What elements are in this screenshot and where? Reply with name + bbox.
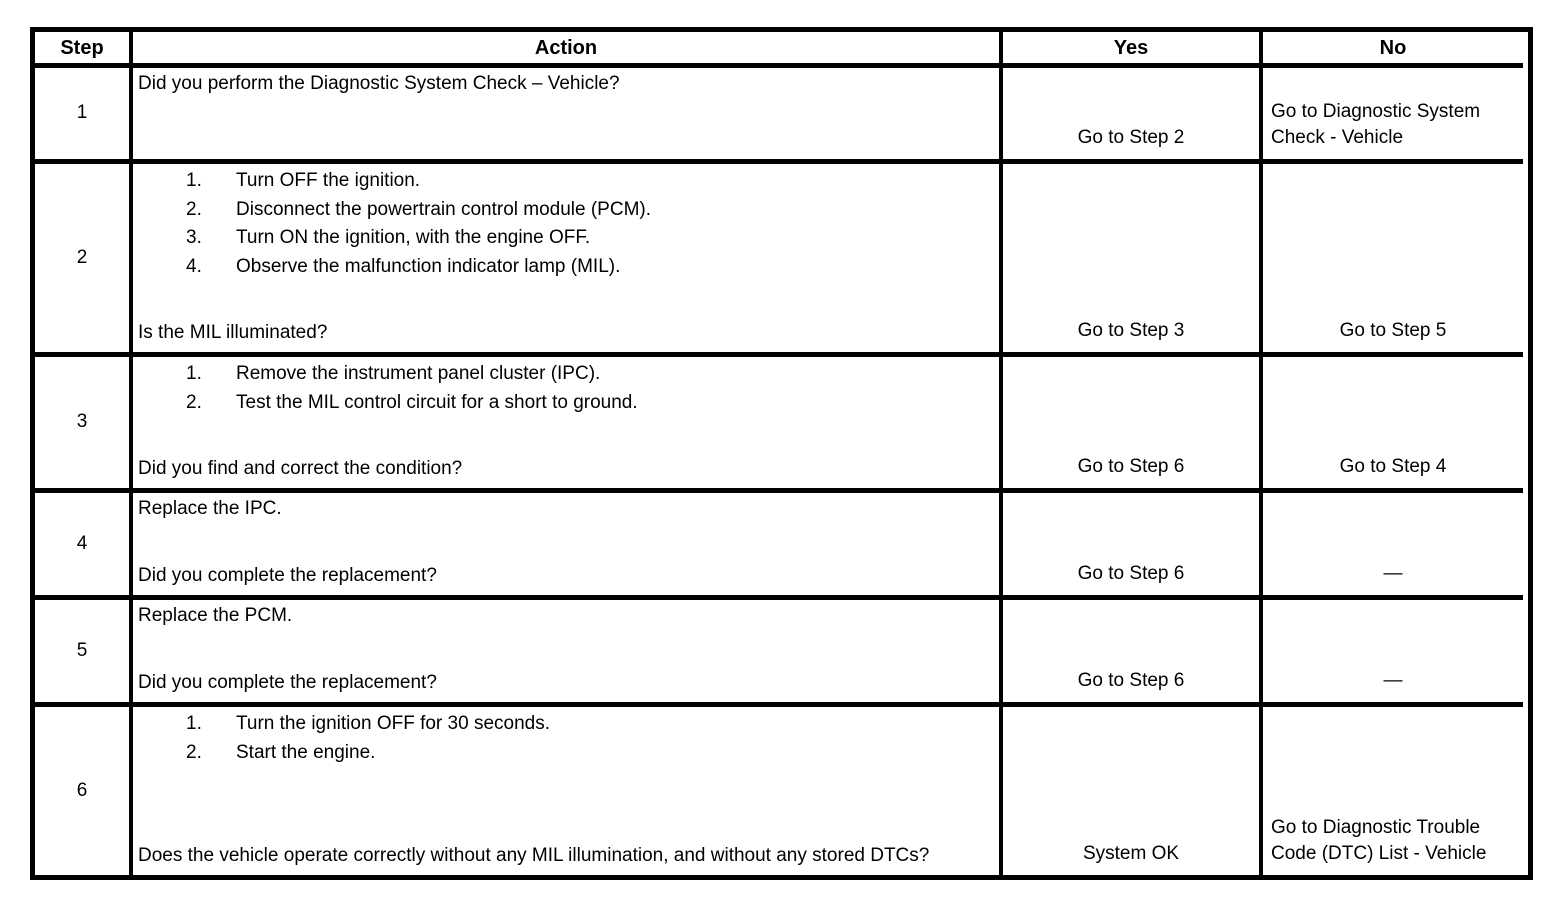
no-value: Go to Diagnostic System Check - Vehicle <box>1271 100 1481 149</box>
yes-cell: Go to Step 6 <box>1003 357 1263 493</box>
action-list: Remove the instrument panel cluster (IPC… <box>138 360 993 417</box>
no-cell: Go to Step 4 <box>1263 357 1523 493</box>
action-lead: Replace the IPC. <box>138 498 282 519</box>
action-list-item: Start the engine. <box>236 741 376 763</box>
step-number: 6 <box>35 707 133 875</box>
action-question: Did you find and correct the condition? <box>138 458 463 480</box>
step-number: 5 <box>35 600 133 707</box>
column-header-step: Step <box>35 32 133 68</box>
no-cell: Go to Diagnostic System Check - Vehicle <box>1263 68 1523 164</box>
action-cell: Did you perform the Diagnostic System Ch… <box>133 68 1003 164</box>
action-question: Did you complete the replacement? <box>138 565 437 587</box>
yes-value: Go to Step 3 <box>1077 320 1185 342</box>
diagnostic-table: Step Action Yes No 1 Did you perform the… <box>30 27 1533 880</box>
step-number: 2 <box>35 164 133 357</box>
column-header-no: No <box>1263 32 1523 68</box>
column-header-action: Action <box>133 32 1003 68</box>
action-cell: Replace the PCM. Did you complete the re… <box>133 600 1003 707</box>
yes-cell: Go to Step 6 <box>1003 600 1263 707</box>
no-value: Go to Diagnostic Trouble Code (DTC) List… <box>1271 816 1487 865</box>
yes-cell: Go to Step 6 <box>1003 493 1263 600</box>
yes-value: Go to Step 2 <box>1077 127 1185 149</box>
action-list-item: Turn OFF the ignition. <box>236 170 421 191</box>
step-number: 3 <box>35 357 133 493</box>
yes-cell: Go to Step 2 <box>1003 68 1263 164</box>
action-cell: Replace the IPC. Did you complete the re… <box>133 493 1003 600</box>
no-cell: Go to Diagnostic Trouble Code (DTC) List… <box>1263 707 1523 875</box>
action-list-item: Turn the ignition OFF for 30 seconds. <box>236 713 551 734</box>
column-header-yes: Yes <box>1003 32 1263 68</box>
yes-cell: System OK <box>1003 707 1263 875</box>
no-cell: — <box>1263 493 1523 600</box>
action-list-item: Test the MIL control circuit for a short… <box>236 391 638 413</box>
action-list: Turn the ignition OFF for 30 seconds. St… <box>138 710 993 767</box>
no-cell: Go to Step 5 <box>1263 164 1523 357</box>
action-cell: Turn OFF the ignition. Disconnect the po… <box>133 164 1003 357</box>
yes-cell: Go to Step 3 <box>1003 164 1263 357</box>
no-cell: — <box>1263 600 1523 707</box>
yes-value: Go to Step 6 <box>1077 456 1185 478</box>
action-cell: Remove the instrument panel cluster (IPC… <box>133 357 1003 493</box>
action-question: Is the MIL illuminated? <box>138 322 328 344</box>
step-number: 1 <box>35 68 133 164</box>
action-cell: Turn the ignition OFF for 30 seconds. St… <box>133 707 1003 875</box>
action-list-item: Disconnect the powertrain control module… <box>236 198 652 220</box>
action-lead: Replace the PCM. <box>138 605 293 626</box>
no-value: — <box>1383 563 1403 585</box>
action-question: Did you complete the replacement? <box>138 672 437 694</box>
no-value: Go to Step 5 <box>1339 320 1447 342</box>
no-value: — <box>1383 670 1403 692</box>
yes-value: Go to Step 6 <box>1077 670 1185 692</box>
yes-value: Go to Step 6 <box>1077 563 1185 585</box>
action-list-item: Turn ON the ignition, with the engine OF… <box>236 227 591 248</box>
step-number: 4 <box>35 493 133 600</box>
action-list: Turn OFF the ignition. Disconnect the po… <box>138 167 993 281</box>
action-question: Does the vehicle operate correctly witho… <box>138 845 930 867</box>
action-lead: Did you perform the Diagnostic System Ch… <box>138 73 620 94</box>
action-list-item: Remove the instrument panel cluster (IPC… <box>236 363 601 384</box>
no-value: Go to Step 4 <box>1339 456 1447 478</box>
action-list-item: Observe the malfunction indicator lamp (… <box>236 255 621 277</box>
yes-value: System OK <box>1082 843 1180 865</box>
